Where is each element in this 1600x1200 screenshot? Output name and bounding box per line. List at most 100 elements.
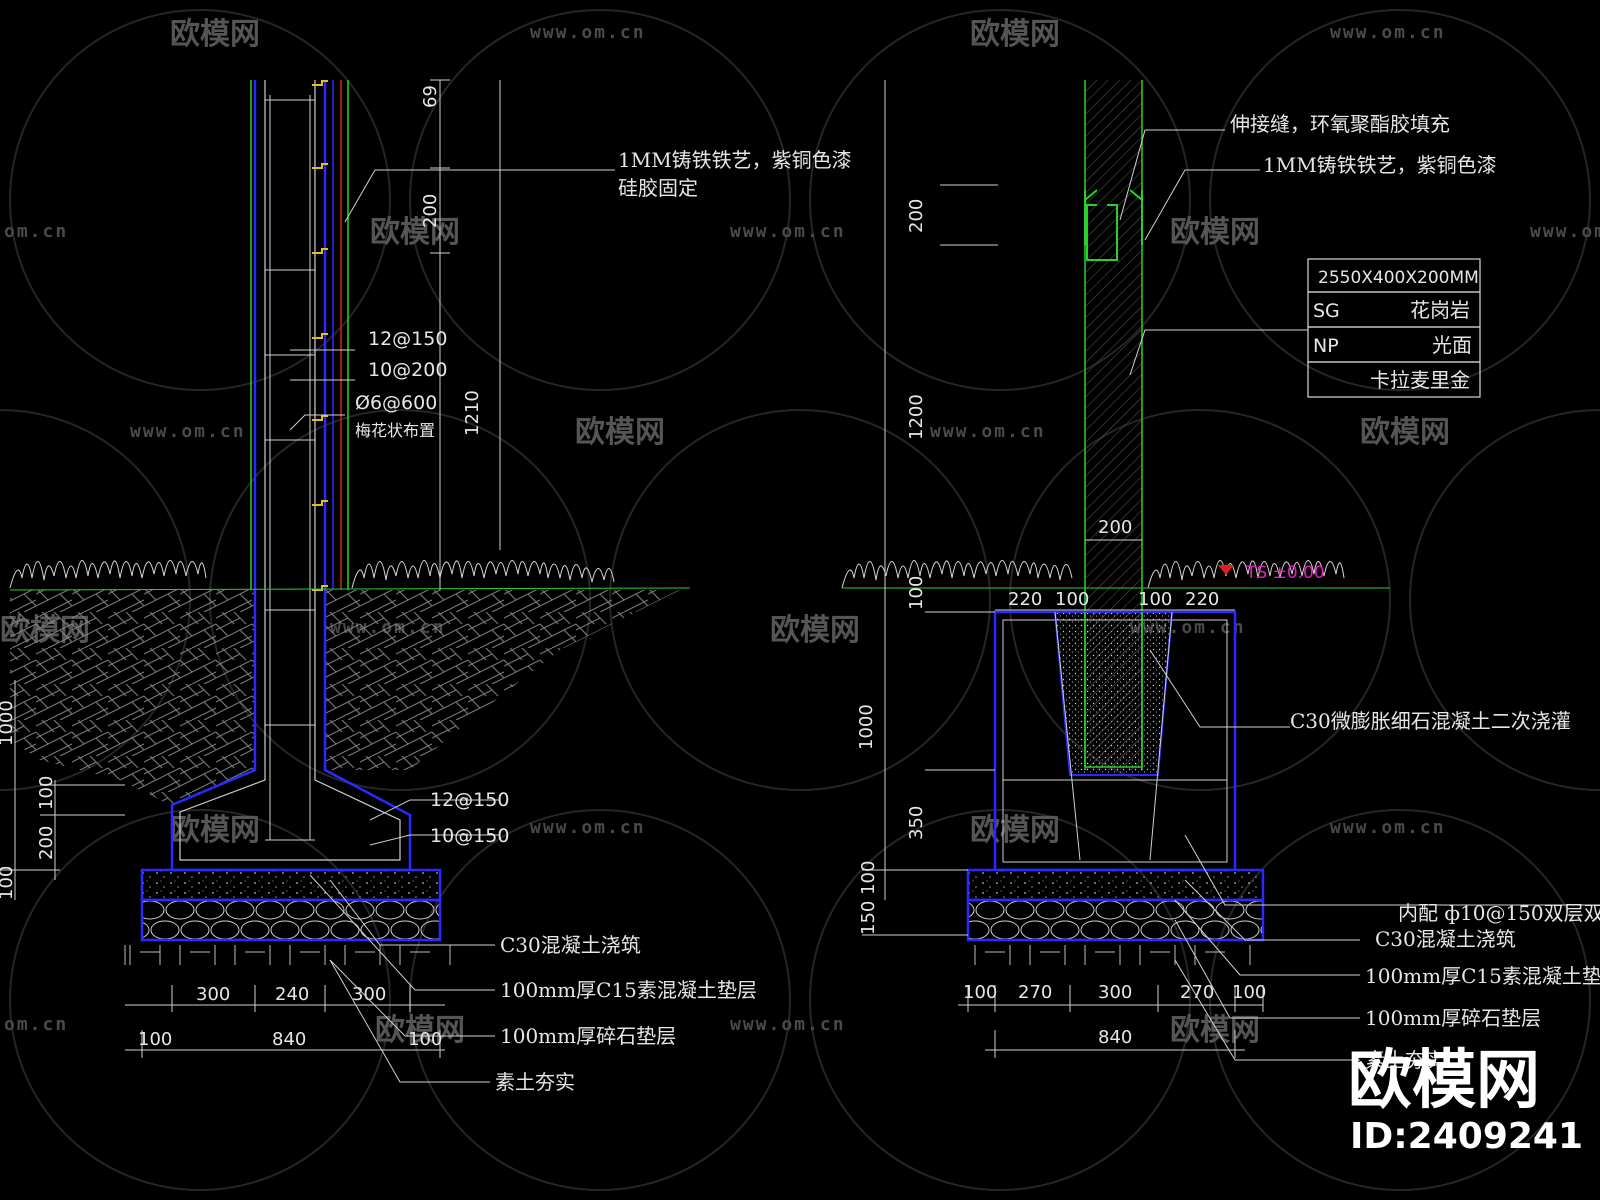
- watermark-url: www.om.cn: [1530, 221, 1600, 242]
- watermark-brand: 欧模网: [970, 813, 1060, 848]
- right-horizontal-dims: [958, 539, 1264, 1058]
- label-silicone: 硅胶固定: [618, 176, 698, 200]
- label-rebar-12-150b: 12@150: [430, 789, 509, 811]
- label-c15-pad: 100mm厚C15素混凝土垫层: [500, 978, 757, 1002]
- dim-200: 200: [906, 199, 927, 233]
- spec-code-sg: SG: [1313, 300, 1340, 322]
- dim-240: 240: [275, 984, 309, 1005]
- dim-100: 100: [1138, 589, 1172, 610]
- label-rebar-10-150: 10@150: [430, 825, 509, 847]
- granite-post-embedded: [1085, 612, 1142, 767]
- watermark-brand: 欧模网: [170, 813, 260, 848]
- label-c30-pour: C30混凝土浇筑: [500, 933, 641, 957]
- watermark-brand: 欧模网: [1170, 1013, 1260, 1048]
- label-iron-art: 1MM铸铁铁艺，紫铜色漆: [618, 148, 852, 172]
- watermark-brand: 欧模网: [170, 17, 260, 52]
- dim-220: 220: [1185, 589, 1219, 610]
- watermark-url: www.om.cn: [730, 221, 846, 242]
- dim-220: 220: [1008, 589, 1042, 610]
- stirrups: [265, 99, 315, 841]
- wall-inner-line: [179, 80, 401, 861]
- label-gravel-pad: 100mm厚碎石垫层: [500, 1024, 676, 1048]
- left-horizontal-dims: [125, 985, 445, 1058]
- dim-69: 69: [420, 85, 441, 108]
- rebar-diagonal: [1054, 611, 1081, 861]
- watermark-url: www.om.cn: [530, 817, 646, 838]
- dim-350: 350: [906, 806, 927, 840]
- dim-100: 100: [408, 1029, 442, 1050]
- dim-1000: 1000: [856, 704, 877, 750]
- label-gravel-pad: 100mm厚碎石垫层: [1365, 1006, 1541, 1030]
- spec-value-finish: 光面: [1432, 333, 1472, 357]
- label-plum-layout: 梅花状布置: [355, 421, 435, 440]
- gravel-pad: [966, 898, 1265, 942]
- label-micro-concrete: C30微膨胀细石混凝土二次浇灌: [1290, 709, 1571, 733]
- watermark-url: om.cn: [4, 1014, 68, 1035]
- dim-200: 200: [1098, 517, 1132, 538]
- spec-code-np: NP: [1313, 335, 1339, 357]
- label-rebar-6-600: Ø6@600: [355, 392, 437, 414]
- dim-300: 300: [196, 984, 230, 1005]
- gravel-pad: [140, 898, 442, 942]
- label-c15-pad: 100mm厚C15素混凝土垫: [1365, 964, 1600, 988]
- dim-200: 200: [420, 194, 441, 228]
- dim-100: 100: [1232, 982, 1266, 1003]
- grade-line: [9, 587, 691, 591]
- label-rebar-10-200: 10@200: [368, 359, 447, 381]
- compacted-soil-marks: [124, 945, 451, 965]
- spec-value-granite: 花岗岩: [1410, 298, 1470, 322]
- compacted-soil-marks: [974, 945, 1251, 965]
- spec-value-stone: 卡拉麦里金: [1370, 368, 1470, 392]
- watermark-brand: 欧模网: [575, 415, 665, 450]
- label-c30-pour: C30混凝土浇筑: [1375, 927, 1516, 951]
- c15-concrete-pad: [966, 868, 1265, 902]
- dim-300: 300: [352, 984, 386, 1005]
- watermark-brand: 欧模网: [1170, 215, 1260, 250]
- watermark-url: www.om.cn: [730, 1014, 846, 1035]
- right-leaders: [1119, 129, 1600, 1061]
- brand-overlay: 欧模网 ID:2409241: [1348, 1044, 1583, 1157]
- right-section-detail: TS ±0.00 2550X400X200MM SG 花岗岩 NP 光面 卡拉麦…: [841, 80, 1600, 1072]
- iron-art-bracket: [1084, 189, 1143, 261]
- label-compacted-soil: 素土夯实: [1365, 1048, 1445, 1072]
- dim-1200: 1200: [906, 394, 927, 440]
- watermark-brand: 欧模网: [770, 613, 860, 648]
- watermark-brand: 欧模网: [1360, 415, 1450, 450]
- dim-270: 270: [1018, 982, 1052, 1003]
- c15-concrete-pad: [140, 868, 442, 902]
- dim-840: 840: [1098, 1027, 1132, 1048]
- watermark-url: www.om.cn: [1330, 817, 1446, 838]
- label-ts-mark: TS ±0.00: [1245, 563, 1325, 583]
- dim-100: 100: [0, 866, 17, 900]
- watermark-brand: 欧模网: [370, 215, 460, 250]
- watermark-brand: 欧模网: [375, 1013, 465, 1048]
- label-iron-art: 1MM铸铁铁艺，紫铜色漆: [1263, 153, 1497, 177]
- dim-300: 300: [1098, 982, 1132, 1003]
- spec-size: 2550X400X200MM: [1318, 268, 1479, 288]
- dim-270: 270: [1180, 982, 1214, 1003]
- ts-marker: [1218, 565, 1234, 575]
- dim-100: 100: [36, 776, 57, 810]
- dim-100: 100: [1055, 589, 1089, 610]
- watermark-brand: 欧模网: [970, 17, 1060, 52]
- grass: [841, 560, 1345, 589]
- grass: [9, 560, 615, 589]
- rebar-diagonal: [1149, 611, 1173, 861]
- left-leaders: [289, 169, 615, 1083]
- watermark-url: om.cn: [4, 221, 68, 242]
- label-inner-rebar: 内配 ф10@150双层双: [1398, 901, 1600, 925]
- soil-hatch: [10, 590, 255, 805]
- watermark-url: www.om.cn: [530, 22, 646, 43]
- left-vertical-dims: [0, 79, 501, 900]
- watermark-url: www.om.cn: [930, 421, 1046, 442]
- watermark-url: www.om.cn: [130, 421, 246, 442]
- dim-1210: 1210: [462, 390, 483, 436]
- brand-logo-text: 欧模网: [1348, 1044, 1540, 1118]
- dim-840: 840: [272, 1029, 306, 1050]
- dim-200: 200: [36, 826, 57, 860]
- soil-hatch: [325, 590, 680, 770]
- iron-art-anchors: [312, 80, 328, 591]
- dim-100: 100: [906, 576, 927, 610]
- dim-100: 100: [138, 1029, 172, 1050]
